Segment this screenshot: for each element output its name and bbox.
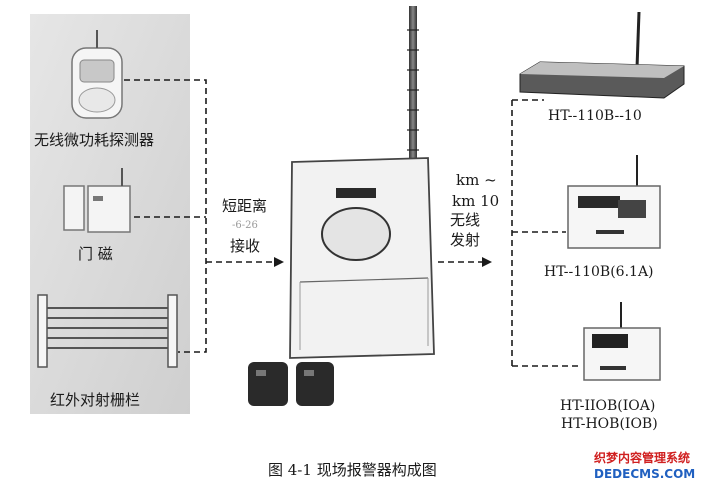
transmit-arrow-head — [482, 257, 492, 267]
watermark-line-1: 织梦内容管理系统 — [594, 451, 691, 465]
sensor-connectors — [124, 79, 276, 353]
model-3b-label: HT-HOB(IOB) — [561, 416, 658, 432]
central-alarm-unit — [289, 157, 435, 359]
watermark-line-2: DEDECMS.COM — [594, 467, 696, 481]
receiver-connectors — [511, 99, 582, 367]
wireless-label: 无线 — [450, 211, 481, 229]
door-magnet-device — [63, 168, 131, 233]
short-range-faint-label: -6-26 — [232, 220, 258, 231]
ir-fence-label: 红外对射栅栏 — [50, 391, 141, 409]
figure-caption: 图 4-1 现场报警器构成图 — [268, 461, 437, 479]
receiver-1-device — [519, 11, 685, 99]
receiver-2-device — [567, 155, 661, 249]
antenna-rings — [407, 29, 419, 151]
receiver-3-device — [583, 302, 661, 381]
antenna — [409, 6, 417, 164]
detector-device — [71, 30, 123, 119]
model-2-label: HT--110B(6.1A) — [544, 264, 654, 280]
receive-arrow-head — [274, 257, 284, 267]
door-magnet-label: 门 磁 — [78, 245, 113, 263]
range-label: km ~ — [456, 171, 497, 189]
short-range-label: 短距离 — [222, 197, 268, 215]
model-3a-label: HT-IIOB(IOA) — [560, 398, 656, 414]
model-1-label: HT--110B--10 — [548, 108, 642, 124]
range-label-2: km 10 — [452, 192, 500, 210]
ir-fence-device — [37, 294, 178, 368]
detector-label: 无线微功耗探测器 — [34, 131, 155, 149]
transmit-label: 发射 — [450, 231, 481, 249]
receive-label: 接收 — [230, 237, 261, 255]
remote-fobs — [248, 362, 334, 406]
